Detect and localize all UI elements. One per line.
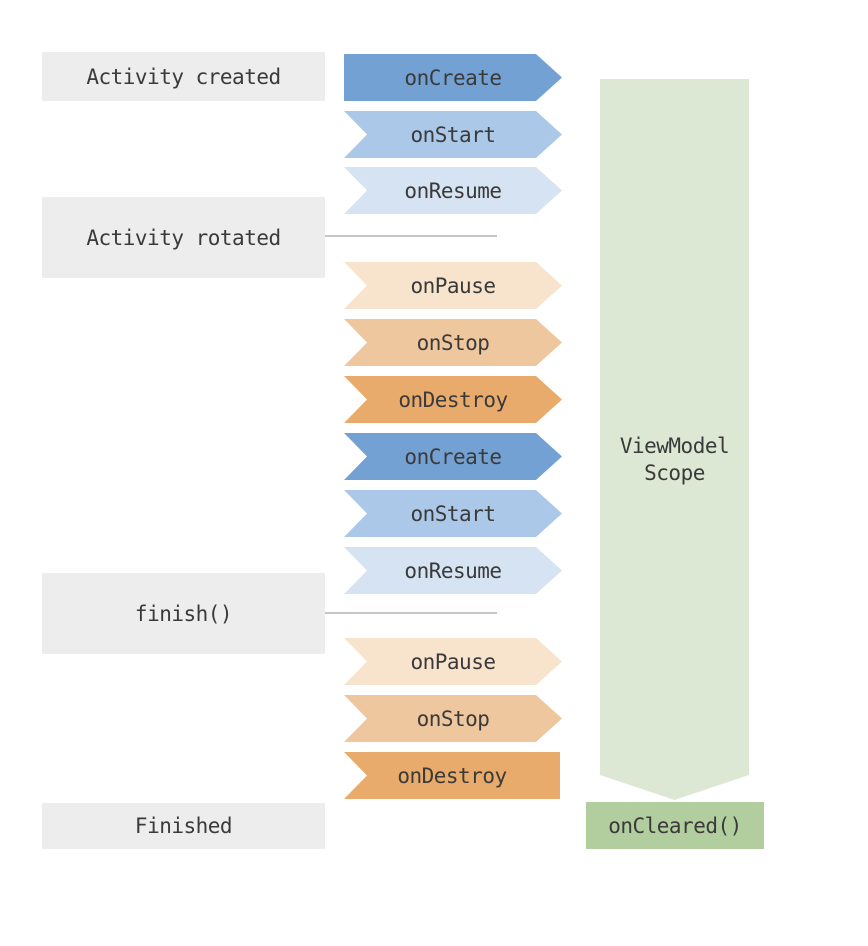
viewmodel-scope-label-line1: ViewModel — [619, 434, 730, 458]
connector-line-finish — [325, 612, 497, 614]
event-arrow-ondestroy-2: onDestroy — [344, 752, 560, 799]
viewmodel-scope-label-line2: Scope — [644, 461, 705, 485]
oncleared-box: onCleared() — [586, 802, 764, 849]
event-arrow-oncreate-1: onCreate — [344, 54, 562, 101]
event-arrow-oncreate-2: onCreate — [344, 433, 562, 480]
event-arrow-onpause-2: onPause — [344, 638, 562, 685]
stage-label-finish: finish() — [42, 573, 325, 654]
event-arrow-onstart-2: onStart — [344, 490, 562, 537]
viewmodel-scope-label: ViewModel Scope — [600, 433, 749, 487]
event-arrow-onpause-1: onPause — [344, 262, 562, 309]
event-arrow-onstop-2: onStop — [344, 695, 562, 742]
connector-line-rotated — [325, 235, 497, 237]
event-arrow-ondestroy-1: onDestroy — [344, 376, 562, 423]
event-arrow-onresume-1: onResume — [344, 167, 562, 214]
event-arrow-onstop-1: onStop — [344, 319, 562, 366]
stage-label-activity-created: Activity created — [42, 52, 325, 101]
event-arrow-onstart-1: onStart — [344, 111, 562, 158]
viewmodel-scope-arrow — [600, 79, 749, 800]
event-arrow-onresume-2: onResume — [344, 547, 562, 594]
stage-label-activity-rotated: Activity rotated — [42, 197, 325, 278]
stage-label-finished: Finished — [42, 803, 325, 849]
